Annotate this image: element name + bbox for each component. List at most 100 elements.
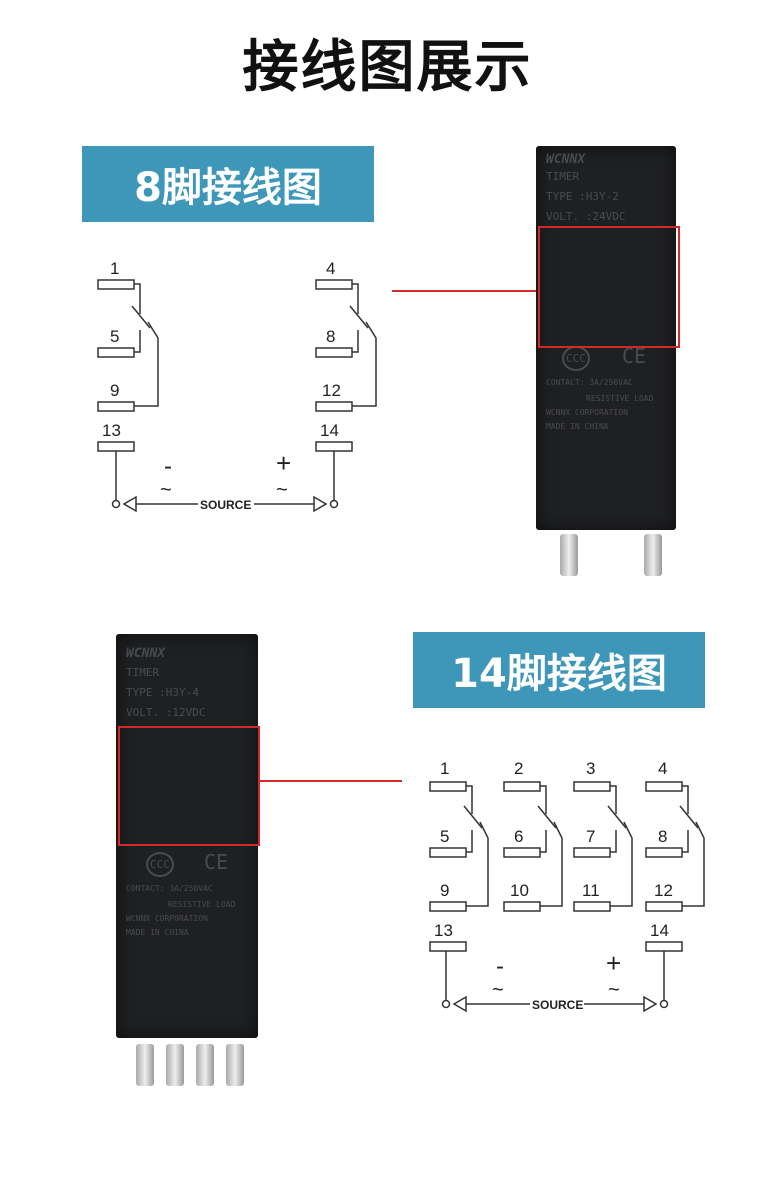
terminal-label-14: 14 <box>320 421 339 440</box>
device-pin <box>644 534 662 576</box>
device-contact: CONTACT: 3A/250VAC <box>126 884 213 893</box>
terminal-1-pad <box>429 781 467 792</box>
contact-8-lead <box>352 330 359 353</box>
terminal-3-pad <box>573 781 611 792</box>
device-cert-ce: CE <box>622 344 647 368</box>
fourteen-pin-timer-photo: WCNNX TIMER TYPE :H3Y-4 VOLT. :12VDC CCC… <box>116 634 258 1038</box>
terminal-13-pad <box>429 941 467 952</box>
contact-left-switch <box>131 305 151 329</box>
fourteen-pin-wiring-diagram: 1 2 3 4 5 6 7 8 9 10 11 12 13 14 - + ~ ~… <box>429 759 705 1013</box>
contact-12-lead <box>352 321 377 407</box>
source-label: SOURCE <box>200 498 251 512</box>
terminal-11-pad <box>573 901 611 912</box>
terminal-label-14: 14 <box>650 921 669 940</box>
device-corp: WCNNX CORPORATION <box>126 914 208 923</box>
fourteen-pin-callout-line <box>258 780 402 782</box>
terminal-14-pad <box>645 941 683 952</box>
tilde-left: ~ <box>160 479 172 501</box>
device-pin <box>166 1044 184 1086</box>
tilde-right: ~ <box>276 479 288 501</box>
terminal-12-pad <box>645 901 683 912</box>
eight-pin-highlight-box <box>538 226 680 348</box>
device-pin <box>196 1044 214 1086</box>
eight-pin-heading: 8脚接线图 <box>82 146 374 222</box>
terminal-label-12: 12 <box>654 881 673 900</box>
contact-switch-3 <box>607 805 627 829</box>
terminal-7-pad <box>573 847 611 858</box>
contact-2-lead <box>540 785 547 814</box>
page-title: 接线图展示 <box>242 35 533 100</box>
terminal-5-pad <box>429 847 467 858</box>
terminal-label-3: 3 <box>586 759 595 778</box>
contact-right-switch <box>349 305 369 329</box>
contact-12-lead <box>682 821 705 907</box>
fourteen-pin-highlight-box <box>118 726 260 846</box>
terminal-label-13: 13 <box>102 421 121 440</box>
terminal-8-pad <box>645 847 683 858</box>
device-made: MADE IN CHINA <box>546 422 609 431</box>
contact-5-lead <box>134 330 141 353</box>
eight-pin-wiring-diagram: 1 5 9 4 8 12 13 14 - + ~ ~ SOURCE <box>97 259 377 513</box>
terminal-4-pad <box>315 279 353 290</box>
device-line-timer: TIMER <box>126 666 160 679</box>
terminal-4-pad <box>645 781 683 792</box>
device-pin <box>226 1044 244 1086</box>
device-line-volt: VOLT. :24VDC <box>546 210 626 223</box>
source-node-left <box>111 499 121 509</box>
source-arrow-left <box>452 995 467 1013</box>
source-node-left <box>441 999 451 1009</box>
terminal-1-pad <box>97 279 135 290</box>
contact-8-lead <box>682 830 689 853</box>
terminal-13-pad <box>97 441 135 452</box>
source-node-right <box>329 499 339 509</box>
contact-1-lead <box>466 785 473 814</box>
contact-11-lead <box>610 821 633 907</box>
source-arrow-left <box>122 495 137 513</box>
device-brand: WCNNX <box>126 646 166 661</box>
terminal-label-7: 7 <box>586 827 595 846</box>
device-contact: CONTACT: 3A/250VAC <box>546 378 633 387</box>
terminal-12-pad <box>315 401 353 412</box>
terminal-label-5: 5 <box>110 327 119 346</box>
device-corp: WCNNX CORPORATION <box>546 408 628 417</box>
plus-sign: + <box>606 948 621 978</box>
eight-pin-callout-line <box>392 290 542 292</box>
device-cert-ccc: CCC <box>146 852 174 877</box>
terminal-label-13: 13 <box>434 921 453 940</box>
contact-6-lead <box>540 830 547 853</box>
device-line-volt: VOLT. :12VDC <box>126 706 206 719</box>
contact-1-lead <box>134 283 141 314</box>
source-node-right <box>659 999 669 1009</box>
contact-switch-4 <box>679 805 699 829</box>
device-cert-ccc: CCC <box>562 346 590 371</box>
terminal-label-1: 1 <box>440 759 449 778</box>
terminal-10-pad <box>503 901 541 912</box>
contact-switch-2 <box>537 805 557 829</box>
tilde-right: ~ <box>608 979 620 1001</box>
terminal-label-11: 11 <box>582 881 600 900</box>
terminal-label-12: 12 <box>322 381 341 400</box>
terminal-9-pad <box>97 401 135 412</box>
device-made: MADE IN CHINA <box>126 928 189 937</box>
terminal-2-pad <box>503 781 541 792</box>
device-pin <box>560 534 578 576</box>
contact-9-lead <box>466 821 489 907</box>
source-label: SOURCE <box>532 998 583 1012</box>
terminal-label-2: 2 <box>514 759 523 778</box>
terminal-label-4: 4 <box>658 759 667 778</box>
source-arrow-right <box>643 995 658 1013</box>
minus-sign: - <box>496 953 504 980</box>
device-cert-ce: CE <box>204 850 229 874</box>
terminal-label-8: 8 <box>658 827 667 846</box>
device-line-type: TYPE :H3Y-2 <box>546 190 619 203</box>
device-brand: WCNNX <box>546 152 586 167</box>
device-load: RESISTIVE LOAD <box>168 900 236 909</box>
terminal-label-6: 6 <box>514 827 523 846</box>
contact-switch-1 <box>463 805 483 829</box>
eight-pin-timer-photo: WCNNX TIMER TYPE :H3Y-2 VOLT. :24VDC CCC… <box>536 146 676 530</box>
minus-sign: - <box>164 453 172 480</box>
terminal-label-1: 1 <box>110 259 119 278</box>
contact-3-lead <box>610 785 617 814</box>
terminal-8-pad <box>315 347 353 358</box>
device-pin <box>136 1044 154 1086</box>
